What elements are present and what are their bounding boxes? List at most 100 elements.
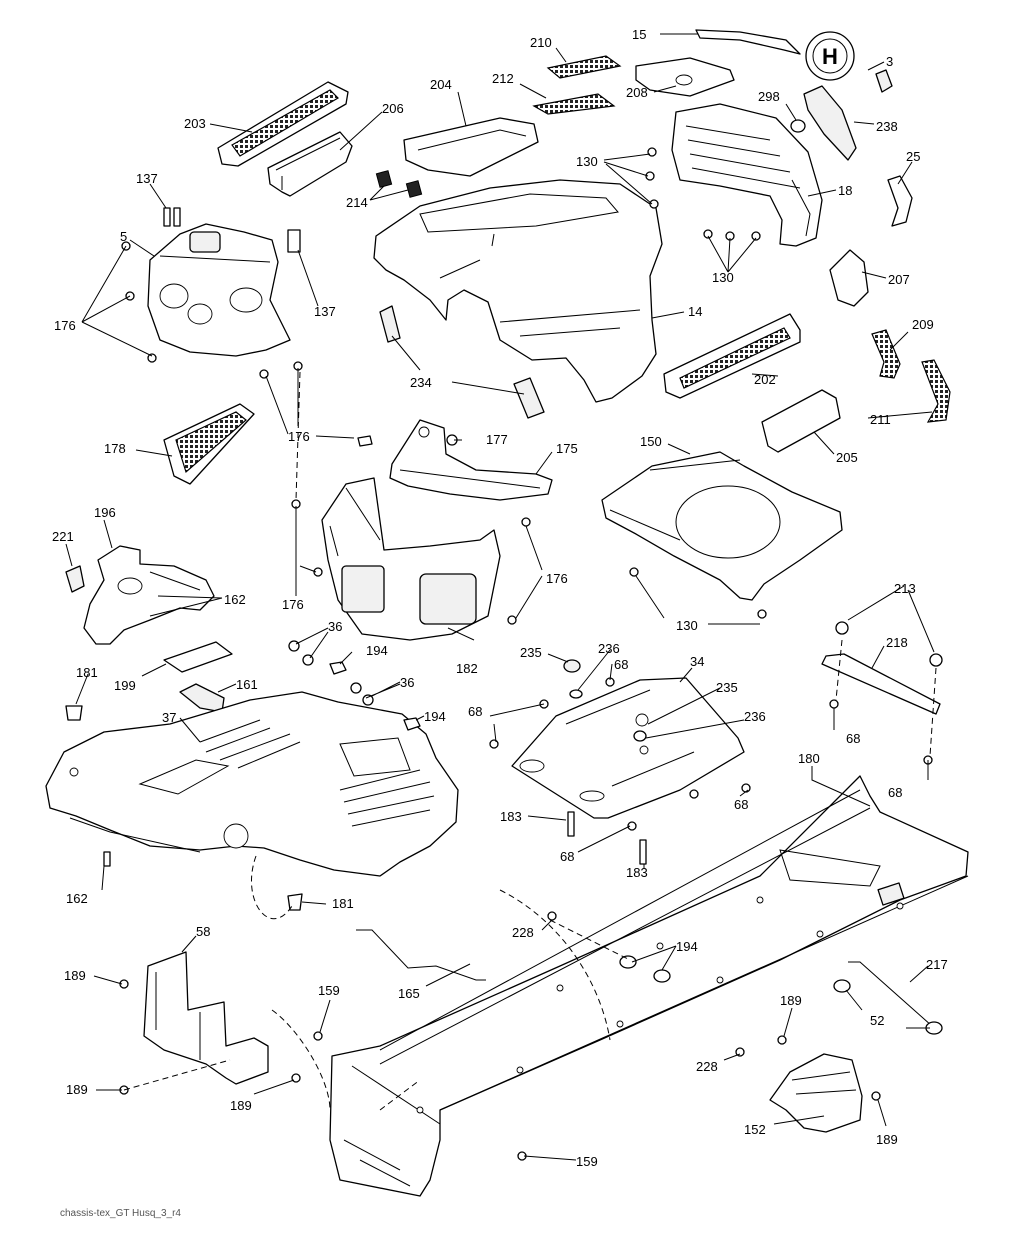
callout-228-b: 228 [696,1059,718,1074]
callout-5: 5 [120,229,127,244]
part-210-mesh [546,55,622,79]
part-68-screws [489,677,933,831]
part-182-console [321,477,501,641]
callout-204: 204 [430,77,452,92]
part-194-nuts-b [619,955,671,983]
logo-badge-3: H [805,31,893,93]
callout-189-c: 189 [66,1082,88,1097]
callout-196: 196 [94,505,116,520]
callout-221: 221 [52,529,74,544]
callout-52: 52 [870,1013,884,1028]
part-178-vent-plate [163,403,255,485]
callout-25: 25 [906,149,920,164]
callout-165: 165 [398,986,420,1001]
callout-36-a: 36 [328,619,342,634]
callout-18: 18 [838,183,852,198]
part-176-screws-b [291,499,531,625]
callout-194-a: 194 [366,643,388,658]
callout-68-e: 68 [888,785,902,800]
part-183-bolts [567,811,647,865]
part-165-rod [356,929,486,981]
part-189-screws [119,979,881,1101]
callout-159-b: 159 [576,1154,598,1169]
part-205-panel [761,389,841,453]
part-162-screw [103,851,111,867]
part-25-cover [887,175,913,227]
callout-152: 152 [744,1122,766,1137]
callout-68-d: 68 [734,797,748,812]
callout-234: 234 [410,375,432,390]
callout-15: 15 [632,27,646,42]
part-221-sticker [65,565,85,593]
callout-36-b: 36 [400,675,414,690]
callout-199: 199 [114,678,136,693]
callout-228-a: 228 [512,925,534,940]
callout-211: 211 [870,412,891,427]
part-176-screws-a [121,241,303,379]
callout-37: 37 [162,710,176,725]
callout-130-a: 130 [576,154,598,169]
part-209-mesh [871,329,901,379]
part-5-dash-panel [147,223,291,357]
callout-150: 150 [640,434,662,449]
callout-68-b: 68 [468,704,482,719]
part-150-fender [601,451,843,601]
callout-189-a: 189 [64,968,86,983]
callout-162-b: 162 [66,891,88,906]
callout-218: 218 [886,635,908,650]
callout-175: 175 [556,441,578,456]
callout-189-e: 189 [876,1132,898,1147]
leader-lines [65,33,935,1161]
part-161-bracket [179,683,225,713]
callout-210: 210 [530,35,552,50]
part-212-mesh [532,93,616,115]
part-234-strip-b [513,377,545,419]
part-207-bracket [829,249,869,307]
callout-162-a: 162 [224,592,246,607]
callout-214: 214 [346,195,368,210]
callout-68-f: 68 [560,849,574,864]
part-238-trim [803,85,857,161]
callout-217: 217 [926,957,948,972]
callout-189-d: 189 [230,1098,252,1113]
callout-194-b: 194 [424,709,446,724]
part-228-bolt-a [547,911,557,921]
callout-205: 205 [836,450,858,465]
callout-194-c: 194 [676,939,698,954]
callout-159-a: 159 [318,983,340,998]
part-181-grommet [65,705,83,721]
callout-206: 206 [382,101,404,116]
part-298-clip [790,119,806,133]
part-34-seat-pan [511,677,745,819]
callout-130-b: 130 [712,270,734,285]
callout-labels: 15 210 3 208 204 212 298 238 203 206 130… [52,27,948,1169]
part-37-footrest [45,691,459,877]
part-235-236-bumpers [563,659,647,742]
callout-177: 177 [486,432,508,447]
part-208-bracket [635,57,735,97]
part-214-clips [375,170,423,198]
callout-236-a: 236 [598,641,620,656]
part-203-grille [217,81,349,167]
part-218-bar [821,621,943,715]
callout-176-c: 176 [282,597,304,612]
callout-178: 178 [104,441,126,456]
callout-3: 3 [886,54,893,69]
part-137-clips [163,207,301,253]
callout-236-b: 236 [744,709,766,724]
callout-181-b: 181 [332,896,354,911]
part-15-trim [695,29,801,55]
callout-213: 213 [894,581,916,596]
part-18-front-housing [671,103,823,247]
callout-68-c: 68 [846,731,860,746]
diagram-caption: chassis-tex_GT Husq_3_r4 [60,1208,181,1219]
callout-207: 207 [888,272,910,287]
part-204-cover [403,117,539,177]
callout-176-d: 176 [546,571,568,586]
callout-208: 208 [626,85,648,100]
part-217-rod [833,961,943,1035]
part-234-strip-a [379,305,401,343]
part-175-bracket [389,419,553,501]
callout-183-a: 183 [500,809,522,824]
part-194-nuts [329,661,421,731]
